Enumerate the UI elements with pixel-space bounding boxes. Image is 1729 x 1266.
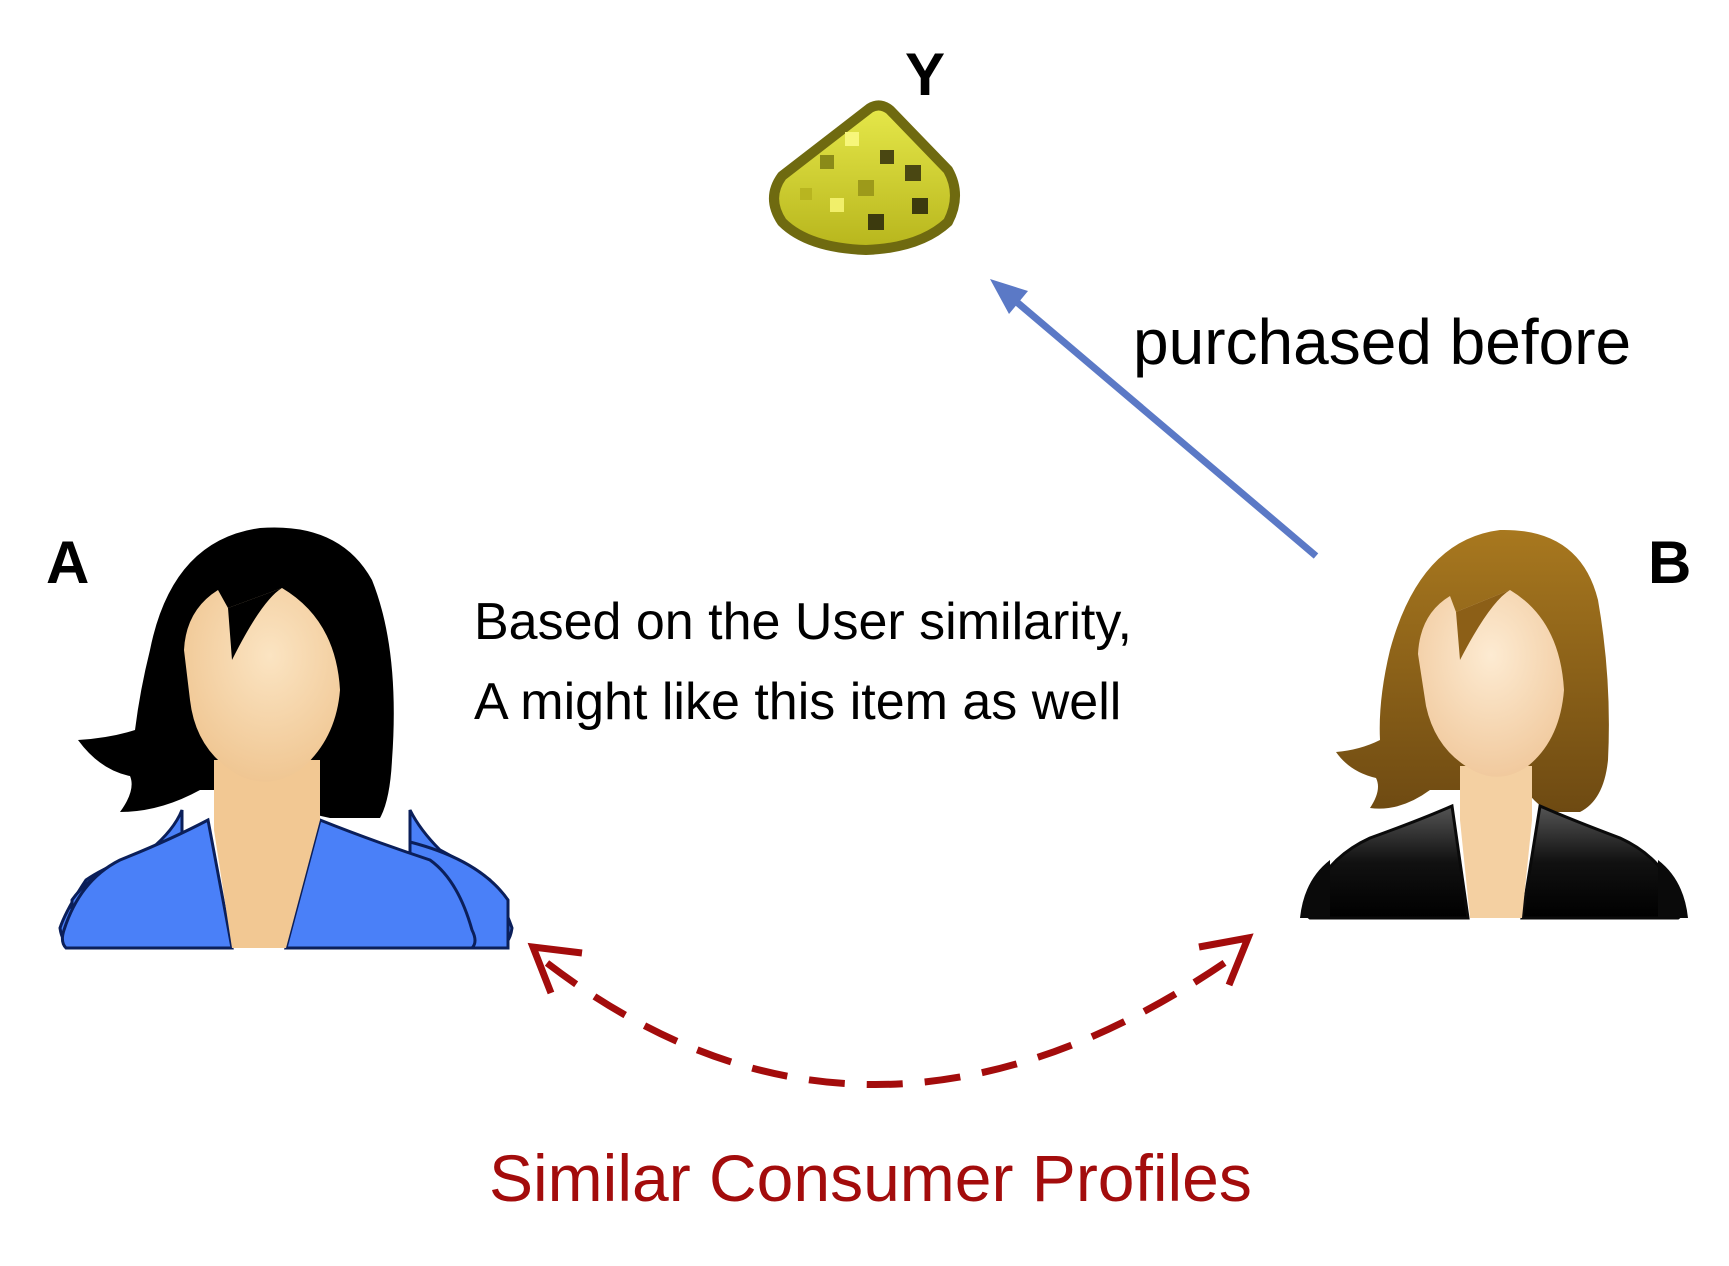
purchase-edge <box>990 279 1319 559</box>
purchase-edge-label: purchased before <box>1133 306 1632 378</box>
recommendation-caption: Based on the User similarity, A might li… <box>474 582 1132 742</box>
caption-line-1: Based on the User similarity, <box>474 593 1132 651</box>
similarity-edge-label: Similar Consumer Profiles <box>489 1141 1252 1215</box>
purchase-arrow-line <box>1009 295 1319 559</box>
caption-line-2: A might like this item as well <box>474 673 1122 731</box>
item-label-y: Y <box>905 41 946 108</box>
similarity-arrow-curve <box>544 952 1238 1088</box>
similarity-arrow-head-right <box>1198 933 1254 987</box>
user-label-a: A <box>46 529 90 596</box>
similarity-edge <box>527 933 1254 1088</box>
user-label-b: B <box>1648 529 1692 596</box>
woman-black-hair-blue-jacket-icon <box>58 527 514 950</box>
cookie-icon <box>769 100 960 255</box>
purchase-arrow-head <box>990 279 1028 314</box>
woman-brown-hair-black-jacket-icon <box>1300 529 1688 920</box>
similarity-arrow-head-left <box>527 942 583 995</box>
